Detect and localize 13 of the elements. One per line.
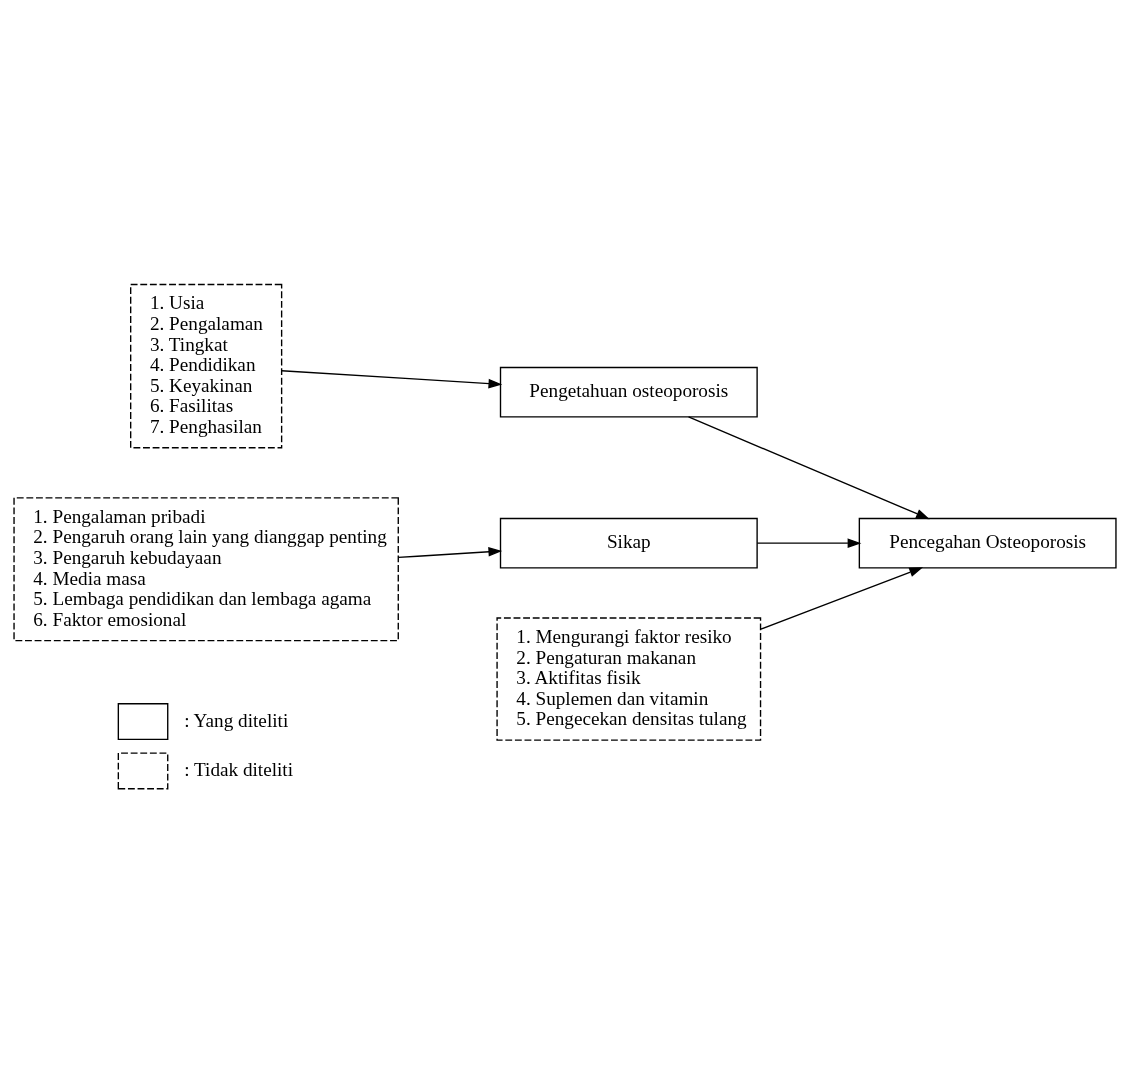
node-box: 1. Mengurangi faktor resiko 2. Pengaturan makanan 3. Aktifitas fisik 4. Suplemen dan vitamin 5. Pengecekan densitas tulang [496,617,762,741]
arrow [397,546,503,559]
arrow [280,370,503,389]
arrow [687,416,930,520]
arrow [756,538,862,548]
node-box: 1. Usia 2. Pengalaman 3. Tingkat 4. Pendidikan 5. Keyakinan 6. Fasilitas 7. Penghasilan [130,283,283,449]
arrow [760,567,924,630]
node-box: Pengetahuan osteoporosis [499,366,758,418]
node-box: Pencegahan Osteoporosis [858,517,1117,569]
node-box: Sikap [499,517,758,569]
legend-label: : Yang diteliti [184,709,289,731]
legend-label: : Tidak diteliti [184,759,294,781]
node-box: 1. Pengalaman pribadi 2. Pengaruh orang lain yang dianggap penting 3. Pengaruh kebudayaan 4. Media masa 5. Lembaga pendidikan dan lembaga agama 6. Faktor emosional [13,497,399,642]
